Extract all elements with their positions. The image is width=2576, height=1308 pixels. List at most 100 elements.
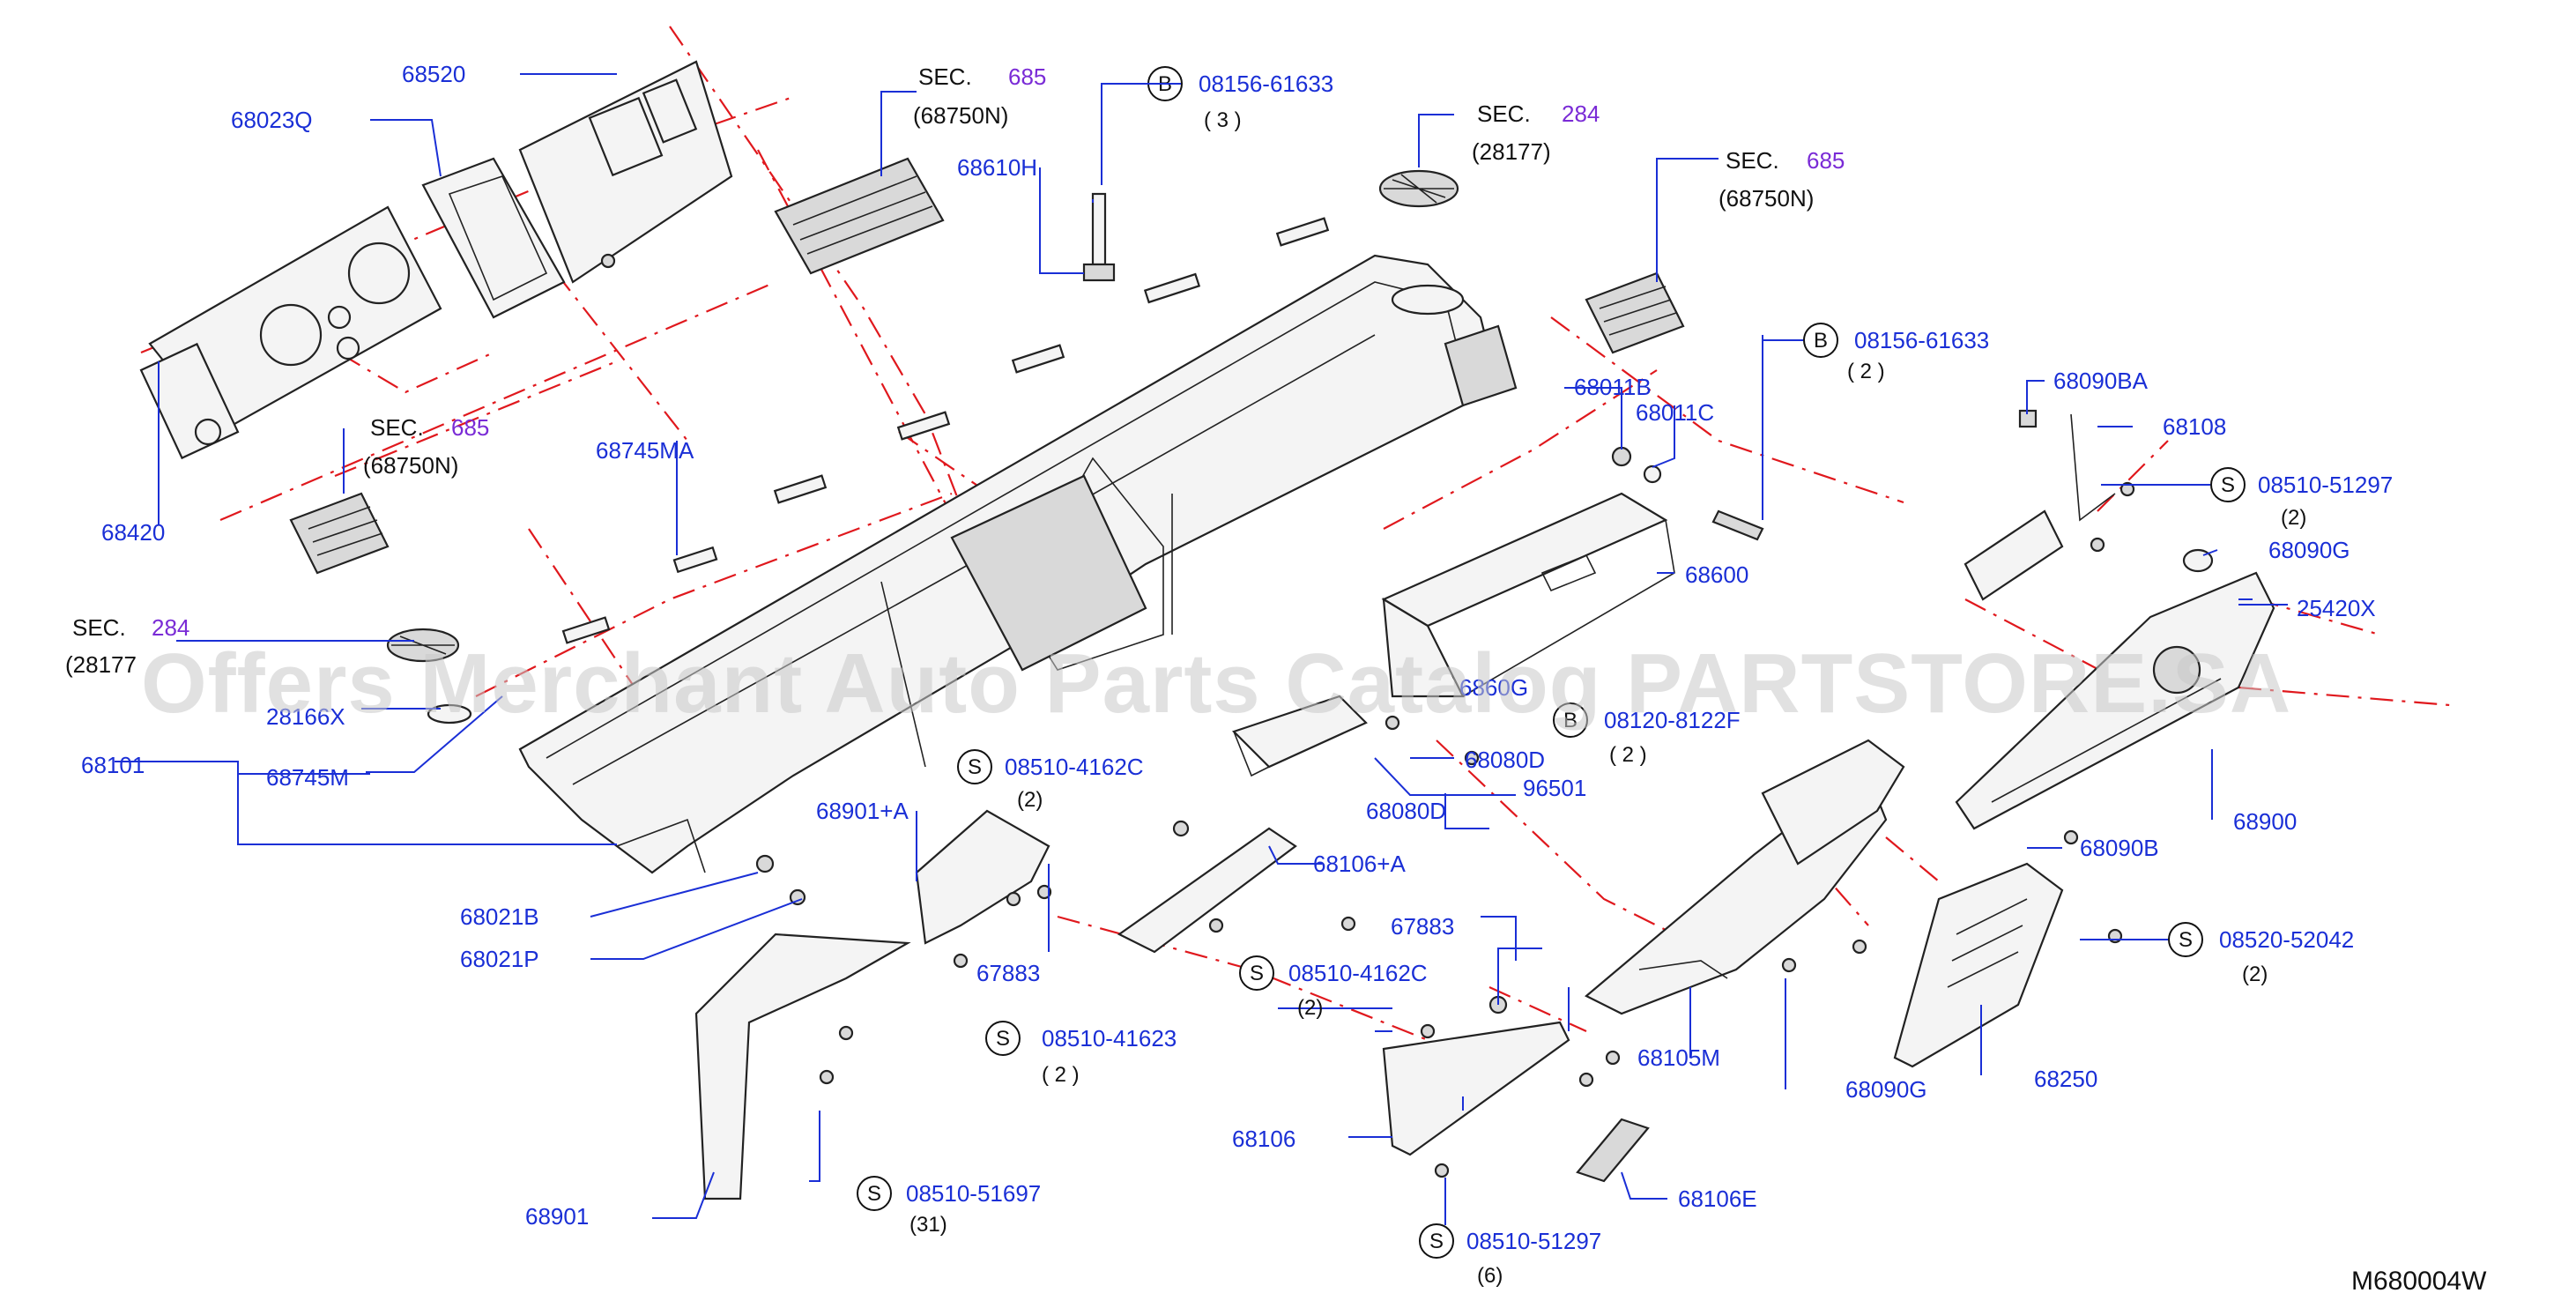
svg-text:08520-52042: 08520-52042: [2219, 926, 2354, 953]
fastener-s-08510-41623: S 08510-41623 ( 2 ): [985, 1021, 1177, 1087]
s-symbol-icon: [857, 1176, 892, 1211]
bracket-68901A: [915, 809, 1050, 945]
label-68021P: 68021P: [460, 946, 539, 972]
label-68011B: 68011B: [1574, 374, 1652, 400]
label-68901: 68901: [525, 1203, 589, 1230]
label-28166X: 28166X: [266, 703, 345, 730]
fastener-s-08510-51297-qty6: S 08510-51297 (6): [1419, 1223, 1601, 1288]
sec-number-685-left: 685: [451, 414, 489, 441]
svg-text:08510-51297: 08510-51297: [1466, 1228, 1601, 1254]
label-68101: 68101: [81, 752, 145, 778]
label-68080D-left: 68080D: [1366, 798, 1446, 824]
lower-panel-right: [1955, 548, 2275, 830]
s-symbol-icon: [2168, 922, 2203, 957]
instrument-panel-main: [518, 254, 1518, 874]
svg-text:( 3 ): ( 3 ): [1204, 108, 1242, 132]
svg-text:(6): (6): [1477, 1264, 1503, 1288]
screws: [600, 253, 2135, 1178]
speaker-grille-left: [386, 628, 460, 663]
fastener-s-08510-4162C-lower: S 08510-4162C (2): [1239, 955, 1428, 1020]
s-symbol-icon: [985, 1021, 1021, 1056]
fastener-b-08156-61633-qty2: B 08156-61633 ( 2 ): [1803, 323, 1989, 383]
fastener-s-08510-51697: S 08510-51697 (31): [857, 1176, 1041, 1237]
svg-text:S: S: [2179, 928, 2193, 952]
glove-box: [1381, 492, 1675, 698]
center-ventilator: [774, 157, 945, 275]
label-67883-left: 67883: [976, 960, 1040, 986]
fastener-s-08510-51297-qty2: S 08510-51297 (2): [2210, 467, 2393, 530]
label-68023Q: 68023Q: [231, 107, 313, 133]
fastener-b-08120-8122F: B 08120-8122F ( 2 ): [1553, 702, 1741, 767]
side-ventilator-left: [289, 492, 390, 575]
svg-text:08510-51297: 08510-51297: [2258, 472, 2393, 498]
label-68520: 68520: [402, 61, 465, 87]
label-68090G-top: 68090G: [2268, 537, 2350, 563]
label-68900: 68900: [2233, 808, 2297, 835]
fastener-b-08156-61633-qty3: B 08156-61633 ( 3 ): [1147, 66, 1333, 132]
label-68108: 68108: [2163, 413, 2226, 440]
svg-text:B: B: [1814, 329, 1828, 353]
svg-text:( 2 ): ( 2 ): [1847, 360, 1885, 383]
sec-ref-68750N-right: (68750N): [1719, 185, 1814, 212]
b-symbol-icon: [1553, 702, 1588, 738]
sec-number-685-center: 685: [1008, 63, 1046, 90]
label-68106A: 68106+A: [1313, 851, 1406, 877]
bracket-68106A: [1117, 827, 1297, 954]
sec-number-685-right: 685: [1807, 147, 1845, 174]
label-68745MA: 68745MA: [596, 437, 694, 464]
sec-number-284-left: 284: [152, 614, 189, 641]
label-68600: 68600: [1685, 561, 1748, 588]
label-68090BA: 68090BA: [2053, 368, 2149, 394]
svg-text:S: S: [1250, 962, 1264, 985]
sec-label-top-speaker: SEC.: [1477, 100, 1531, 127]
sec-label-left-speaker: SEC.: [72, 614, 126, 641]
bracket-68901: [694, 933, 911, 1200]
side-ventilator-right: [1585, 271, 1685, 354]
lower-cover-68106: [1382, 1021, 1570, 1156]
label-6860G: 6860G: [1459, 674, 1528, 701]
svg-text:08510-41623: 08510-41623: [1042, 1025, 1177, 1052]
svg-text:(2): (2): [1017, 788, 1043, 812]
svg-text:08156-61633: 08156-61633: [1199, 71, 1333, 97]
label-68021B: 68021B: [460, 903, 539, 930]
label-68745M: 68745M: [266, 764, 349, 791]
svg-text:S: S: [996, 1027, 1010, 1051]
fastener-s-08520-52042: S 08520-52042 (2): [2168, 922, 2354, 986]
label-68105M: 68105M: [1637, 1044, 1720, 1071]
label-68250: 68250: [2034, 1066, 2097, 1092]
s-symbol-icon: [1419, 1223, 1454, 1259]
svg-text:S: S: [968, 755, 982, 779]
diagram-code: M680004W: [2351, 1267, 2487, 1296]
svg-text:S: S: [2221, 473, 2235, 497]
sec-number-284-top: 284: [1562, 100, 1600, 127]
svg-text:08120-8122F: 08120-8122F: [1604, 707, 1741, 733]
sec-ref-68750N-center: (68750N): [913, 102, 1008, 129]
sec-label-right-vent: SEC.: [1726, 147, 1779, 174]
s-symbol-icon: [1239, 955, 1274, 991]
glove-box-bolt: [1611, 446, 1764, 541]
cluster-finisher-68250: [1893, 862, 2064, 1068]
meter-cluster: [139, 205, 442, 460]
label-68090G-bottom: 68090G: [1845, 1076, 1927, 1103]
lower-cover-68106E: [1576, 1118, 1650, 1183]
label-68106E: 68106E: [1678, 1185, 1757, 1212]
svg-text:( 2 ): ( 2 ): [1042, 1063, 1080, 1087]
svg-text:(31): (31): [909, 1213, 947, 1237]
sec-ref-28177-top: (28177): [1472, 138, 1551, 165]
speaker-grille-top: [1378, 169, 1459, 208]
section-references: SEC. 685 (68750N) SEC. 284 (28177) SEC. …: [65, 63, 1845, 678]
defroster-grilles: [561, 217, 1330, 644]
svg-text:08510-4162C: 08510-4162C: [1005, 754, 1144, 780]
lower-cover-68105M: [1585, 739, 1905, 1015]
label-25420X: 25420X: [2297, 595, 2376, 621]
svg-text:(2): (2): [1297, 996, 1323, 1020]
svg-text:S: S: [867, 1182, 881, 1206]
fastener-s-08510-4162C-upper: S 08510-4162C (2): [957, 749, 1144, 812]
label-68106: 68106: [1232, 1126, 1295, 1152]
fastener-callouts: B 08156-61633 ( 3 ) B 08156-61633 ( 2 ) …: [857, 66, 2393, 1288]
s-symbol-icon: [957, 749, 992, 784]
leader-lines: [115, 73, 2288, 1225]
cluster-bezel: [421, 157, 566, 319]
label-68420: 68420: [101, 519, 165, 546]
